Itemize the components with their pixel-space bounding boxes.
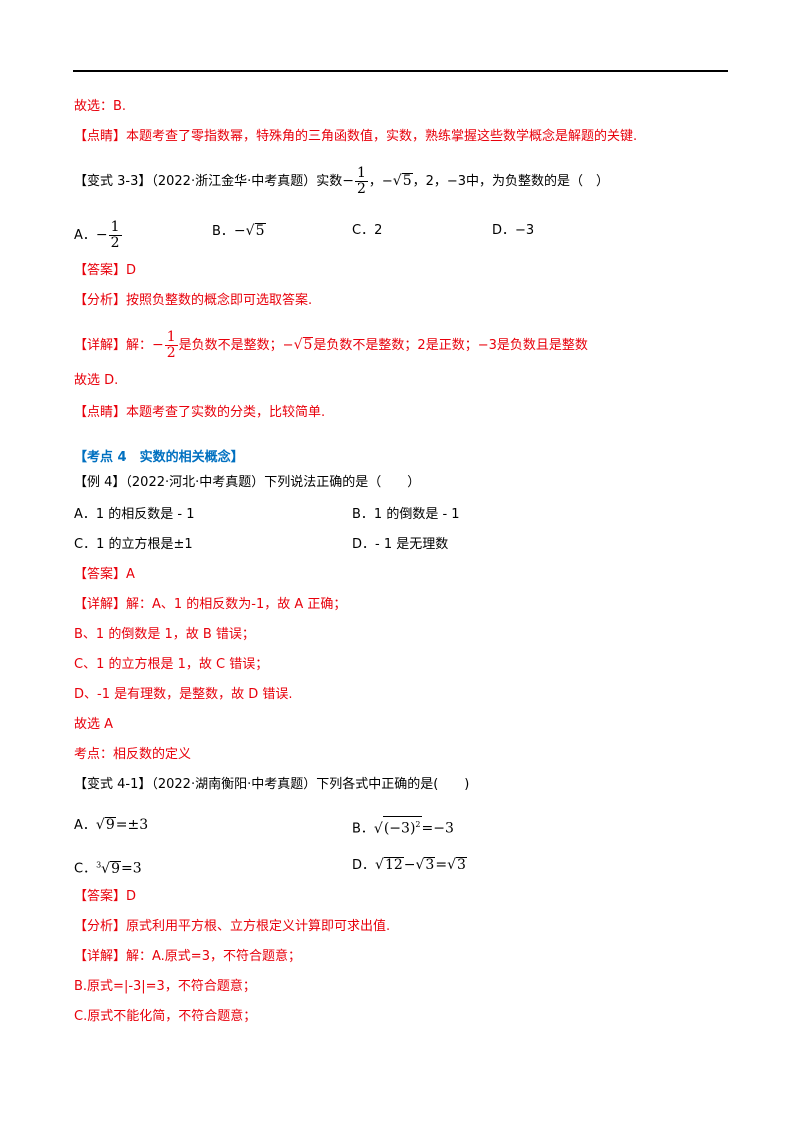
detail-2-c: C、1 的立方根是 1，故 C 错误； bbox=[74, 657, 269, 672]
topic-4-heading: 【考点 4 实数的相关概念】 bbox=[74, 450, 244, 465]
analysis-3: 【分析】原式利用平方根、立方根定义计算即可求出值. bbox=[74, 919, 391, 934]
detail-3-a: 【详解】解：A.原式=3，不符合题意； bbox=[74, 949, 301, 964]
option-b: B．−√5 bbox=[212, 223, 266, 239]
ex4-option-a: A．1 的相反数是 - 1 bbox=[74, 507, 195, 522]
detail-2-a: 【详解】解：A、1 的相反数为-1，故 A 正确； bbox=[74, 597, 347, 612]
option-d: D．−3 bbox=[492, 223, 535, 238]
remark-line: 【点睛】本题考查了零指数幂，特殊角的三角函数值，实数，熟练掌握这些数学概念是解题… bbox=[74, 129, 638, 144]
ex4-option-d: D．- 1 是无理数 bbox=[352, 537, 449, 552]
remark-2: 【点睛】本题考查了实数的分类，比较简单. bbox=[74, 405, 326, 420]
ex4-option-b: B．1 的倒数是 - 1 bbox=[352, 507, 460, 522]
ex4-option-c: C．1 的立方根是±1 bbox=[74, 537, 193, 552]
conclusion-a: 故选 A bbox=[74, 717, 114, 732]
answer-2: 【答案】A bbox=[74, 567, 135, 582]
answer-1: 【答案】D bbox=[74, 263, 137, 278]
example-4-question: 【例 4】（2022·河北·中考真题）下列说法正确的是（ ） bbox=[74, 475, 421, 490]
v41-option-a: A．√9=±3 bbox=[74, 817, 149, 833]
header-rule bbox=[73, 70, 728, 72]
detail-3-b: B.原式=|-3|=3，不符合题意； bbox=[74, 979, 256, 994]
conclusion-b: 故选：B. bbox=[74, 99, 127, 114]
v41-option-b: B．√(−3)2=−3 bbox=[352, 816, 454, 839]
detail-3-c: C.原式不能化简，不符合题意； bbox=[74, 1009, 257, 1024]
analysis-1: 【分析】按照负整数的概念即可选取答案. bbox=[74, 293, 313, 308]
answer-3: 【答案】D bbox=[74, 889, 137, 904]
knowledge-point: 考点：相反数的定义 bbox=[74, 747, 192, 762]
detail-2-d: D、-1 是有理数，是整数，故 D 错误. bbox=[74, 687, 293, 702]
conclusion-d: 故选 D. bbox=[74, 373, 119, 388]
v41-option-d: D．√12−√3=√3 bbox=[352, 857, 467, 873]
v41-option-c: C．3√9=3 bbox=[74, 860, 142, 877]
option-c: C．2 bbox=[352, 223, 383, 238]
variant-4-1-question: 【变式 4-1】（2022·湖南衡阳·中考真题）下列各式中正确的是( ) bbox=[74, 777, 470, 792]
detail-2-b: B、1 的倒数是 1，故 B 错误； bbox=[74, 627, 255, 642]
